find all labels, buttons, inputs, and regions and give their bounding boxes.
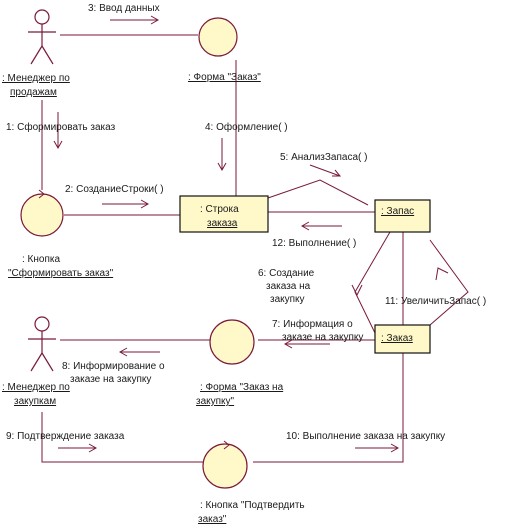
loop-stock-order-right	[429, 239, 469, 326]
msg-4: 4: Оформление( )	[205, 121, 288, 133]
link-button-order	[253, 352, 404, 463]
arrow-m1	[53, 112, 63, 150]
arrow-m7	[283, 339, 330, 349]
object-stock	[374, 199, 431, 233]
arrow-m12	[300, 221, 342, 231]
object-btn-confirm	[202, 440, 248, 489]
arrow-m6	[351, 284, 363, 297]
msg-8a: 8: Информирование о	[62, 360, 165, 372]
label-order: : Заказ	[381, 333, 413, 344]
arrow-m9	[58, 443, 98, 453]
label-purchase-manager-1: : Менеджер по	[2, 382, 70, 393]
msg-6a: 6: Создание	[258, 268, 315, 279]
label-purchase-form-2: закупку"	[196, 396, 235, 407]
label-btn-confirm-2: заказ"	[198, 514, 227, 525]
object-order	[374, 324, 431, 354]
loop-line-stock	[267, 179, 369, 206]
label-order-form: : Форма "Заказ"	[188, 72, 261, 83]
label-purchase-form-1: : Форма "Заказ на	[200, 382, 284, 393]
arrow-m4	[217, 138, 227, 172]
label-btn-confirm-1: : Кнопка "Подтвердить	[200, 500, 305, 511]
msg-7a: 7: Информация о	[272, 318, 353, 330]
label-order-line-2: заказа	[207, 218, 238, 229]
arrow-m10	[355, 443, 400, 453]
label-order-line-1: : Строка	[200, 204, 239, 215]
arrow-m2	[102, 199, 150, 209]
msg-3: 3: Ввод данных	[88, 3, 160, 14]
object-btn-form-order	[20, 189, 64, 237]
object-order-line	[179, 195, 269, 233]
msg-6c: закупку	[270, 294, 305, 305]
object-purchase-form	[209, 319, 255, 365]
actor-sales-manager	[28, 9, 56, 65]
label-sales-manager-1: : Менеджер по	[2, 73, 70, 84]
actor-purchase-manager	[28, 316, 56, 372]
msg-1: 1: Сформировать заказ	[6, 121, 116, 133]
msg-11: 11: УвеличитьЗапас( )	[385, 296, 486, 307]
arrow-m8	[118, 347, 160, 357]
msg-9: 9: Подтверждение заказа	[6, 431, 125, 442]
msg-8b: заказе на закупку	[70, 374, 151, 385]
msg-10: 10: Выполнение заказа на закупку	[286, 431, 445, 442]
label-btn-form-order-2: "Сформировать заказ"	[8, 267, 114, 279]
arrow-m11	[435, 267, 449, 281]
link-purchasemgr-button	[41, 412, 205, 463]
object-order-form	[198, 17, 238, 57]
label-purchase-manager-2: закупкам	[14, 396, 56, 407]
label-btn-form-order-1: : Кнопка	[22, 254, 60, 265]
loop-stock-order-left	[354, 231, 391, 334]
msg-6b: заказа на	[266, 281, 311, 292]
msg-7b: заказе на закупку	[282, 332, 363, 343]
msg-12: 12: Выполнение( )	[272, 238, 356, 249]
label-sales-manager-2: продажам	[10, 87, 57, 98]
msg-5: 5: АнализЗапаса( )	[280, 152, 367, 163]
msg-2: 2: СозданиеСтроки( )	[65, 184, 164, 195]
arrow-m3	[110, 15, 160, 25]
arrow-m5	[309, 164, 342, 177]
label-stock: : Запас	[381, 206, 414, 217]
